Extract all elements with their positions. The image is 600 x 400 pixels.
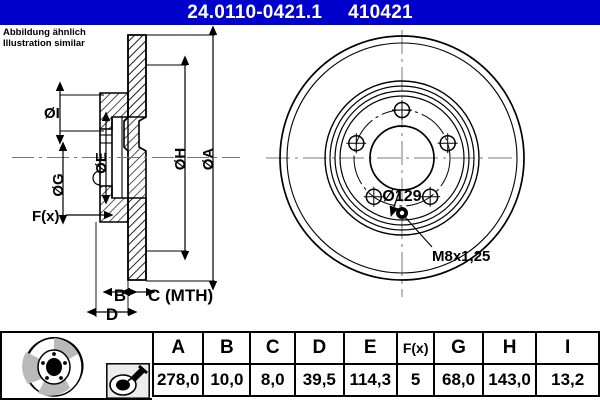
dimension-oI: ØI (44, 81, 104, 145)
dimension-C: C (MTH) (120, 286, 213, 305)
dimension-oH: ØH (146, 55, 190, 261)
bolt-hole (420, 186, 441, 207)
friction-ring-bottom (127, 197, 147, 281)
dimension-fx: F(x) (32, 208, 114, 225)
measuring-tool-icon (106, 363, 150, 399)
dimension-label-C: C (MTH) (148, 286, 213, 305)
face-view: M8x1,25 Ø129 (266, 30, 525, 297)
table-header-G: G (433, 331, 484, 365)
caption-line-en: Illustration similar (3, 38, 85, 49)
article-number: 410421 (348, 2, 413, 23)
technical-drawing-svg: ØI ØG F(x) ØE ØH (12, 25, 525, 324)
table-header-A: A (151, 331, 205, 365)
table-header-D: D (294, 331, 345, 365)
table-value-E: 114,3 (342, 363, 398, 397)
brake-disc-icon (22, 337, 84, 397)
dimension-label-D: D (106, 305, 118, 324)
table-value-I: 13,2 (535, 363, 600, 397)
table-value-A: 278,0 (151, 363, 205, 397)
dimension-oG: ØG (50, 141, 68, 225)
pictogram-cell (0, 331, 152, 400)
thread-label-m8: M8x1,25 (432, 248, 490, 265)
table-value-C: 8,0 (249, 363, 297, 397)
disc-ring-2 (329, 85, 475, 231)
m8-leader-line (404, 216, 433, 248)
disc-friction-edge (286, 42, 518, 274)
hub-radius-detail (92, 170, 101, 186)
thread-hole-m8 (396, 207, 408, 219)
disc-ring-1 (324, 80, 480, 236)
table-header-B: B (202, 331, 252, 365)
bore-leader-line (389, 188, 401, 217)
table-value-G: 68,0 (433, 363, 484, 397)
dimension-oE: ØE (93, 111, 111, 205)
dimension-label-oG: ØG (50, 173, 67, 196)
bolt-hole (346, 133, 367, 154)
table-value-H: 143,0 (481, 363, 538, 397)
table-value-row: 278,0 10,0 8,0 39,5 114,3 5 68,0 143,0 1… (151, 363, 600, 397)
disc-ring-4 (339, 95, 465, 221)
dimension-label-oE: ØE (93, 152, 110, 174)
specification-table: A B C D E F(x) G H I 278,0 10,0 8,0 39,5… (151, 331, 600, 397)
caption-line-de: Abbildung ähnlich (3, 27, 86, 38)
disc-ring-3 (334, 90, 470, 226)
dimension-label-B: B (114, 286, 126, 305)
dimension-label-oI: ØI (44, 105, 60, 122)
table-value-D: 39,5 (294, 363, 345, 397)
illustration-caption: Abbildung ähnlich Illustration similar (3, 27, 86, 49)
table-header-Fx: F(x) (395, 331, 436, 365)
hub-bell-lower (99, 185, 129, 223)
center-bore (369, 125, 435, 191)
table-header-C: C (249, 331, 297, 365)
table-value-Fx: 5 (395, 363, 436, 397)
spec-table-area: A B C D E F(x) G H I 278,0 10,0 8,0 39,5… (0, 331, 600, 400)
center-bore-label: Ø129 (382, 188, 421, 205)
cross-section-view: ØI ØG F(x) ØE ØH (12, 25, 240, 324)
dimension-label-fx: F(x) (32, 208, 60, 225)
dimension-label-oA: ØA (200, 148, 217, 171)
header-banner: 24.0110-0421.1 410421 (0, 0, 600, 25)
table-header-I: I (535, 331, 600, 365)
dimension-oA: ØA (146, 25, 218, 291)
bolt-hole (392, 100, 412, 120)
table-header-E: E (342, 331, 398, 365)
dimension-label-oH: ØH (172, 148, 189, 171)
table-value-B: 10,0 (202, 363, 252, 397)
table-header-H: H (481, 331, 538, 365)
part-number: 24.0110-0421.1 (187, 2, 323, 23)
bolt-hole (437, 133, 458, 154)
table-header-row: A B C D E F(x) G H I (151, 331, 600, 365)
dimension-D: D (86, 222, 138, 324)
disc-outer-edge (279, 35, 525, 281)
bolt-hole (363, 186, 384, 207)
friction-ring-top (127, 34, 147, 118)
